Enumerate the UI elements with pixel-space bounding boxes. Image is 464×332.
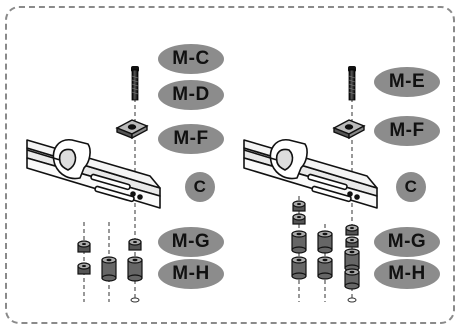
label-c-right: C	[396, 172, 426, 202]
right-stack-3	[344, 224, 360, 303]
label-m-g-right: M-G	[374, 227, 440, 257]
label-m-c: M-C	[158, 44, 224, 74]
label-m-h-left: M-H	[158, 259, 224, 289]
right-stack-2	[317, 230, 333, 280]
washer	[128, 238, 142, 251]
label-c-left: C	[185, 172, 215, 202]
label-m-f-left: M-F	[158, 124, 224, 154]
label-m-e: M-E	[374, 67, 440, 97]
mounting-hole-marker	[130, 297, 140, 303]
label-m-g-left: M-G	[158, 227, 224, 257]
spacer	[291, 230, 307, 254]
left-stack-2	[101, 256, 117, 282]
spacer	[344, 248, 360, 272]
left-mounting-rail	[26, 139, 161, 209]
right-nut-plate	[332, 119, 366, 140]
right-stack-1	[291, 200, 307, 280]
washer	[345, 236, 359, 248]
spacer	[127, 256, 143, 282]
left-stack-3	[127, 238, 143, 303]
washer	[345, 224, 359, 236]
spacer	[291, 256, 307, 280]
spacer	[317, 256, 333, 280]
washer	[77, 240, 91, 253]
label-m-f-right: M-F	[374, 116, 440, 146]
label-m-d: M-D	[158, 80, 224, 110]
left-stack-1	[77, 240, 91, 275]
left-nut-plate	[115, 119, 149, 140]
right-mounting-rail	[243, 139, 378, 209]
washer	[77, 262, 91, 275]
spacer	[344, 268, 360, 290]
spacer	[317, 230, 333, 254]
washer	[292, 213, 306, 225]
left-bolt	[131, 66, 139, 101]
dashed-frame	[5, 6, 455, 324]
label-m-h-right: M-H	[374, 259, 440, 289]
washer	[292, 200, 306, 212]
spacer	[101, 256, 117, 282]
mounting-hole-marker	[347, 297, 357, 303]
right-bolt	[348, 66, 356, 101]
